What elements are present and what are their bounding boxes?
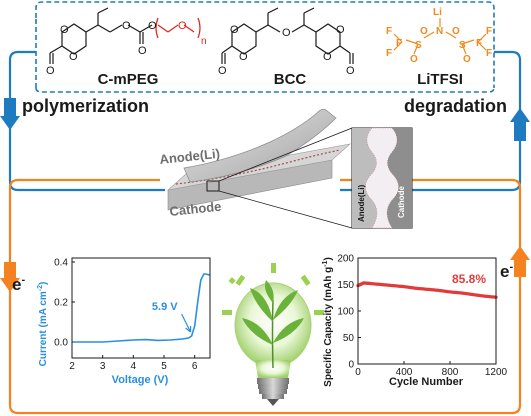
- atom-o: O: [336, 24, 345, 36]
- atom-o: O: [463, 54, 471, 65]
- lsv-y-tick-label: 0.4: [54, 258, 68, 269]
- atom-o: O: [138, 45, 147, 57]
- orange-circuit-loop: [8, 178, 522, 415]
- atom-o: O: [323, 51, 332, 63]
- cycling-x-tick-label: 400: [396, 367, 413, 378]
- atom-o: O: [346, 65, 355, 77]
- atom-o: O: [148, 20, 157, 32]
- litfsi-structure: [393, 18, 487, 55]
- lsv-x-tick-label: 2: [69, 361, 75, 372]
- atom-o: O: [218, 65, 227, 77]
- litfsi-atoms: Li N S S O O O O F F F F F F: [386, 7, 492, 65]
- atom-s: S: [459, 40, 466, 51]
- bcc-label: BCC: [274, 71, 307, 88]
- c-mpeg-atoms: O O O O O O O n: [46, 20, 207, 77]
- cycling-y-axis-label: Specific Capacity (mAh g-1): [322, 257, 334, 387]
- inset-cathode-label: Cathode: [397, 185, 406, 218]
- atom-li: Li: [433, 7, 442, 18]
- atom-o: O: [230, 24, 239, 36]
- cathode-label: Cathode: [169, 199, 222, 219]
- degradation-label: degradation: [404, 96, 507, 116]
- lsv-y-tick-labels: 0.0 0.2 0.4: [54, 258, 68, 349]
- cycling-y-tick-labels: 0 50 100 150 200: [337, 254, 354, 371]
- atom-n: N: [436, 26, 443, 37]
- orange-right-arrow: [510, 246, 530, 277]
- lsv-series-line: [72, 273, 211, 343]
- atom-o: O: [122, 20, 131, 32]
- blue-cycle-loop: [0, 1, 530, 192]
- light-bulb-illustration: [222, 263, 324, 406]
- inset-anode-label: Anode(Li): [357, 184, 366, 222]
- cycling-x-tick-label: 800: [442, 367, 459, 378]
- atom-o: O: [178, 20, 187, 32]
- atom-o: O: [420, 26, 428, 37]
- cycling-y-tick-label: 50: [343, 333, 355, 344]
- atom-o: O: [46, 65, 55, 77]
- lsv-y-axis-label: Current (mA cm-2): [37, 282, 49, 367]
- bcc-structure: [221, 7, 354, 64]
- repeat-subscript: n: [201, 36, 207, 47]
- cycling-x-axis-label: Cycle Number: [389, 376, 464, 388]
- atom-f: F: [486, 48, 492, 59]
- atom-o: O: [69, 51, 78, 63]
- orange-left-arrow: [0, 262, 20, 292]
- c-mpeg-label: C-mPEG: [98, 71, 159, 88]
- anode-label: Anode(Li): [159, 146, 221, 167]
- bcc-atoms: O O O O O O O: [218, 24, 355, 77]
- cycling-chart: 0 400 800 1200 0 50 100 150 200 85.8% Cycle Num…: [322, 254, 508, 389]
- cycling-x-tick-label: 1200: [485, 367, 508, 378]
- atom-f: F: [486, 26, 492, 37]
- atom-o: O: [239, 51, 248, 63]
- atom-f: F: [386, 48, 392, 59]
- cycling-y-tick-label: 100: [337, 307, 354, 318]
- battery-cell-illustration: [166, 108, 353, 229]
- atom-f: F: [396, 38, 402, 49]
- lsv-x-tick-label: 3: [100, 361, 106, 372]
- cycling-x-tick-labels: 0 400 800 1200: [355, 367, 507, 378]
- atom-f: F: [386, 26, 392, 37]
- right-electron-label: e-: [500, 261, 513, 281]
- bulb-rays: [222, 263, 324, 315]
- lsv-y-tick-label: 0.0: [54, 338, 68, 349]
- atom-f: F: [476, 38, 482, 49]
- c-mpeg-structure: [49, 7, 201, 64]
- atom-o: O: [282, 27, 291, 39]
- lsv-chart: 2 3 4 5 6 0.0 0.2 0.4 5.9 V Voltage (V) Curren…: [37, 257, 211, 386]
- lsv-y-tick-label: 0.2: [54, 298, 68, 309]
- lsv-annotation-arrow: [181, 313, 192, 333]
- cycling-y-tick-label: 0: [348, 360, 354, 371]
- cycling-x-tick-label: 0: [355, 367, 361, 378]
- lsv-x-tick-label: 4: [131, 361, 137, 372]
- lsv-plot-frame: [71, 257, 211, 359]
- cycling-plot-frame: [357, 257, 497, 365]
- lsv-x-tick-label: 6: [192, 361, 198, 372]
- lsv-annotation-label: 5.9 V: [152, 301, 178, 313]
- cycling-y-tick-label: 200: [337, 254, 354, 265]
- bulb-leaves: [242, 280, 304, 369]
- left-electron-label: e-: [12, 274, 25, 294]
- atom-o: O: [60, 24, 69, 36]
- cross-section-inset: [351, 127, 413, 229]
- polymerization-label: polymerization: [22, 96, 149, 116]
- atom-o: O: [452, 26, 460, 37]
- lsv-x-tick-label: 5: [161, 361, 167, 372]
- atom-o: O: [410, 54, 418, 65]
- lsv-x-axis-label: Voltage (V): [112, 374, 169, 386]
- lsv-x-tick-labels: 2 3 4 5 6: [69, 361, 198, 372]
- cycling-y-tick-label: 150: [337, 280, 354, 291]
- atom-s: S: [415, 40, 422, 51]
- cycling-annotation-label: 85.8%: [452, 272, 486, 286]
- litfsi-label: LiTFSI: [417, 71, 463, 88]
